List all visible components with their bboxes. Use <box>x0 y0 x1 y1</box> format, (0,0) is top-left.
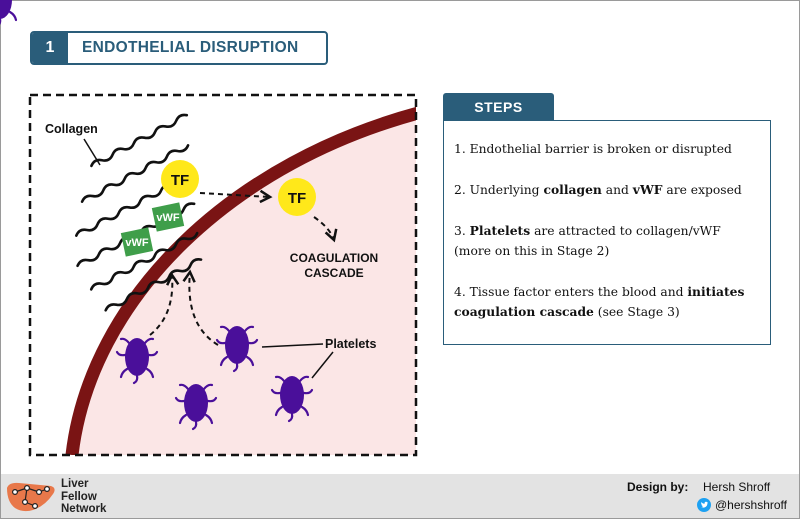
tissue-factor-source: TF <box>161 160 199 198</box>
blood-vessel <box>65 107 416 455</box>
twitter-handle: @hershshroff <box>715 498 787 512</box>
footer <box>1 474 799 518</box>
steps-panel: 1. Endothelial barrier is broken or disr… <box>443 120 771 345</box>
step-4: 4. Tissue factor enters the blood and in… <box>454 282 760 322</box>
step-2-text: and <box>601 183 633 197</box>
collagen-label: Collagen <box>45 122 98 136</box>
step-2-text: collagen <box>543 182 602 197</box>
step-1-text: 1. Endothelial barrier is broken or disr… <box>454 142 732 156</box>
logo-line-2: Fellow <box>61 490 97 503</box>
platelet <box>0 0 18 25</box>
platelets-label: Platelets <box>325 337 376 351</box>
designer-name: Hersh Shroff <box>703 480 771 494</box>
steps-list: 1. Endothelial barrier is broken or disr… <box>454 139 760 322</box>
step-2: 2. Underlying collagen and vWF are expos… <box>454 180 760 200</box>
coagulation-arrow <box>313 216 338 243</box>
tf-label-released: TF <box>288 190 306 207</box>
step-2-text: vWF <box>632 182 663 197</box>
coagulation-label-line2: CASCADE <box>304 266 363 280</box>
twitter-icon <box>697 498 711 512</box>
vwf-marker-bottom: vWF <box>120 227 154 257</box>
platelet-arrow-left <box>149 272 180 336</box>
logo-line-3: Network <box>61 503 107 515</box>
vessel-lumen <box>72 113 416 455</box>
twitter-link[interactable]: @hershshroff <box>697 498 787 512</box>
vwf-label-bottom: vWF <box>125 237 149 249</box>
liver-logo-icon <box>7 482 55 512</box>
step-4-text: (see Stage 3) <box>593 305 680 319</box>
coagulation-label-line1: COAGULATION <box>290 251 378 265</box>
step-3: 3. Platelets are attracted to collagen/v… <box>454 221 760 261</box>
step-3-text: are attracted to collagen/vWF (more on t… <box>454 224 721 258</box>
step-2-text: 2. Underlying <box>454 183 544 197</box>
tf-label-source: TF <box>171 172 189 189</box>
vwf-label-top: vWF <box>156 212 180 224</box>
tissue-factor-released: TF <box>278 178 316 216</box>
steps-tab: STEPS <box>443 93 554 121</box>
tf-release-arrow <box>199 189 273 204</box>
diagram-frame <box>28 93 418 457</box>
platelets-pointer-b <box>311 351 334 379</box>
section-title: 1 ENDOTHELIAL DISRUPTION <box>30 31 328 65</box>
section-title-text: ENDOTHELIAL DISRUPTION <box>82 39 299 56</box>
step-1: 1. Endothelial barrier is broken or disr… <box>454 139 760 159</box>
step-3-text: 3. <box>454 224 470 238</box>
vessel-wall <box>65 107 416 455</box>
design-by-label: Design by: <box>627 480 689 494</box>
logo-line-1: Liver <box>61 478 89 490</box>
platelet-arrow-right <box>182 269 219 346</box>
step-4-text: initiates coagulation cascade <box>454 284 745 319</box>
step-3-text: Platelets <box>469 223 531 238</box>
step-4-text: 4. Tissue factor enters the blood and <box>454 285 688 299</box>
platelets-pointer-a <box>261 343 324 348</box>
collagen-pointer <box>83 138 101 166</box>
section-number: 1 <box>32 33 68 63</box>
logo-wordmark: Liver Fellow Network <box>61 478 106 516</box>
step-2-text: are exposed <box>662 183 742 197</box>
vwf-marker-top: vWF <box>151 202 185 232</box>
